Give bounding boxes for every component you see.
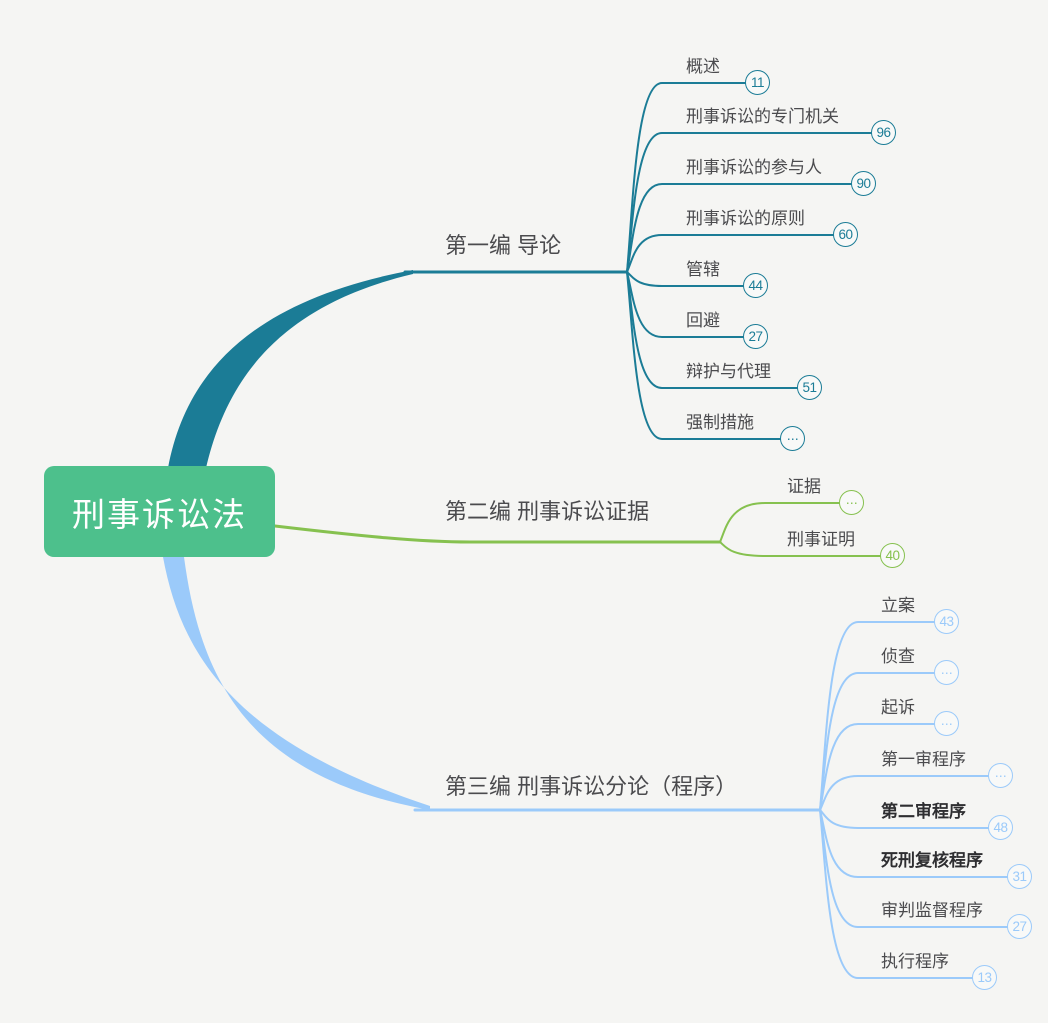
branch3-label[interactable]: 第三编 刑事诉讼分论（程序） bbox=[445, 774, 738, 799]
count-badge[interactable]: ··· bbox=[988, 763, 1013, 788]
topic-label[interactable]: 侦查 bbox=[881, 647, 915, 666]
connector-line bbox=[819, 672, 935, 811]
topic-label[interactable]: 执行程序 bbox=[881, 952, 949, 971]
connector-line bbox=[626, 271, 744, 287]
count-badge[interactable]: 43 bbox=[934, 609, 959, 634]
count-badge[interactable]: 60 bbox=[833, 222, 858, 247]
count-badge[interactable]: ··· bbox=[839, 490, 864, 515]
count-badge[interactable]: 31 bbox=[1007, 864, 1032, 889]
topic-label[interactable]: 辩护与代理 bbox=[686, 362, 771, 381]
topic-label[interactable]: 死刑复核程序 bbox=[881, 851, 983, 870]
count-badge[interactable]: ··· bbox=[934, 711, 959, 736]
topic-label[interactable]: 管辖 bbox=[686, 260, 720, 279]
count-badge[interactable]: 27 bbox=[743, 324, 768, 349]
branch2-underline bbox=[273, 524, 722, 544]
connector-line bbox=[819, 775, 989, 811]
connector-line bbox=[819, 723, 935, 811]
count-badge[interactable]: 96 bbox=[871, 120, 896, 145]
topic-label[interactable]: 刑事诉讼的原则 bbox=[686, 209, 805, 228]
branch1-label[interactable]: 第一编 导论 bbox=[445, 233, 562, 258]
count-badge[interactable]: 13 bbox=[972, 965, 997, 990]
topic-label[interactable]: 第一审程序 bbox=[881, 750, 966, 769]
count-badge[interactable]: 40 bbox=[880, 543, 905, 568]
connector-line bbox=[626, 183, 852, 273]
topic-label[interactable]: 强制措施 bbox=[686, 413, 754, 432]
branch1-trunk-curve bbox=[168, 270, 413, 468]
topic-label[interactable]: 审判监督程序 bbox=[881, 901, 983, 920]
connector-line bbox=[626, 271, 781, 440]
branch2-label[interactable]: 第二编 刑事诉讼证据 bbox=[445, 499, 650, 524]
branch3-trunk-curve bbox=[163, 557, 430, 810]
count-badge[interactable]: ··· bbox=[780, 426, 805, 451]
count-badge[interactable]: 51 bbox=[797, 375, 822, 400]
count-badge[interactable]: ··· bbox=[934, 660, 959, 685]
root-node[interactable]: 刑事诉讼法 bbox=[44, 466, 275, 557]
topic-label[interactable]: 证据 bbox=[787, 477, 821, 496]
topic-label[interactable]: 立案 bbox=[881, 596, 915, 615]
count-badge[interactable]: 11 bbox=[745, 70, 770, 95]
topic-label[interactable]: 第二审程序 bbox=[881, 802, 966, 821]
connector-line bbox=[719, 541, 881, 557]
connector-line bbox=[819, 809, 989, 829]
topic-label[interactable]: 回避 bbox=[686, 311, 720, 330]
connector-line bbox=[626, 271, 744, 338]
topic-label[interactable]: 刑事证明 bbox=[787, 530, 855, 549]
topic-label[interactable]: 刑事诉讼的专门机关 bbox=[686, 107, 839, 126]
topic-label[interactable]: 起诉 bbox=[881, 698, 915, 717]
connector-line bbox=[626, 234, 834, 273]
topic-label[interactable]: 概述 bbox=[686, 57, 720, 76]
count-badge[interactable]: 27 bbox=[1007, 914, 1032, 939]
connector-line bbox=[626, 132, 872, 273]
count-badge[interactable]: 44 bbox=[743, 273, 768, 298]
root-label: 刑事诉讼法 bbox=[72, 495, 247, 533]
connector-line bbox=[819, 809, 973, 979]
count-badge[interactable]: 48 bbox=[988, 815, 1013, 840]
topic-label[interactable]: 刑事诉讼的参与人 bbox=[686, 158, 822, 177]
count-badge[interactable]: 90 bbox=[851, 171, 876, 196]
connector-line bbox=[719, 502, 840, 543]
